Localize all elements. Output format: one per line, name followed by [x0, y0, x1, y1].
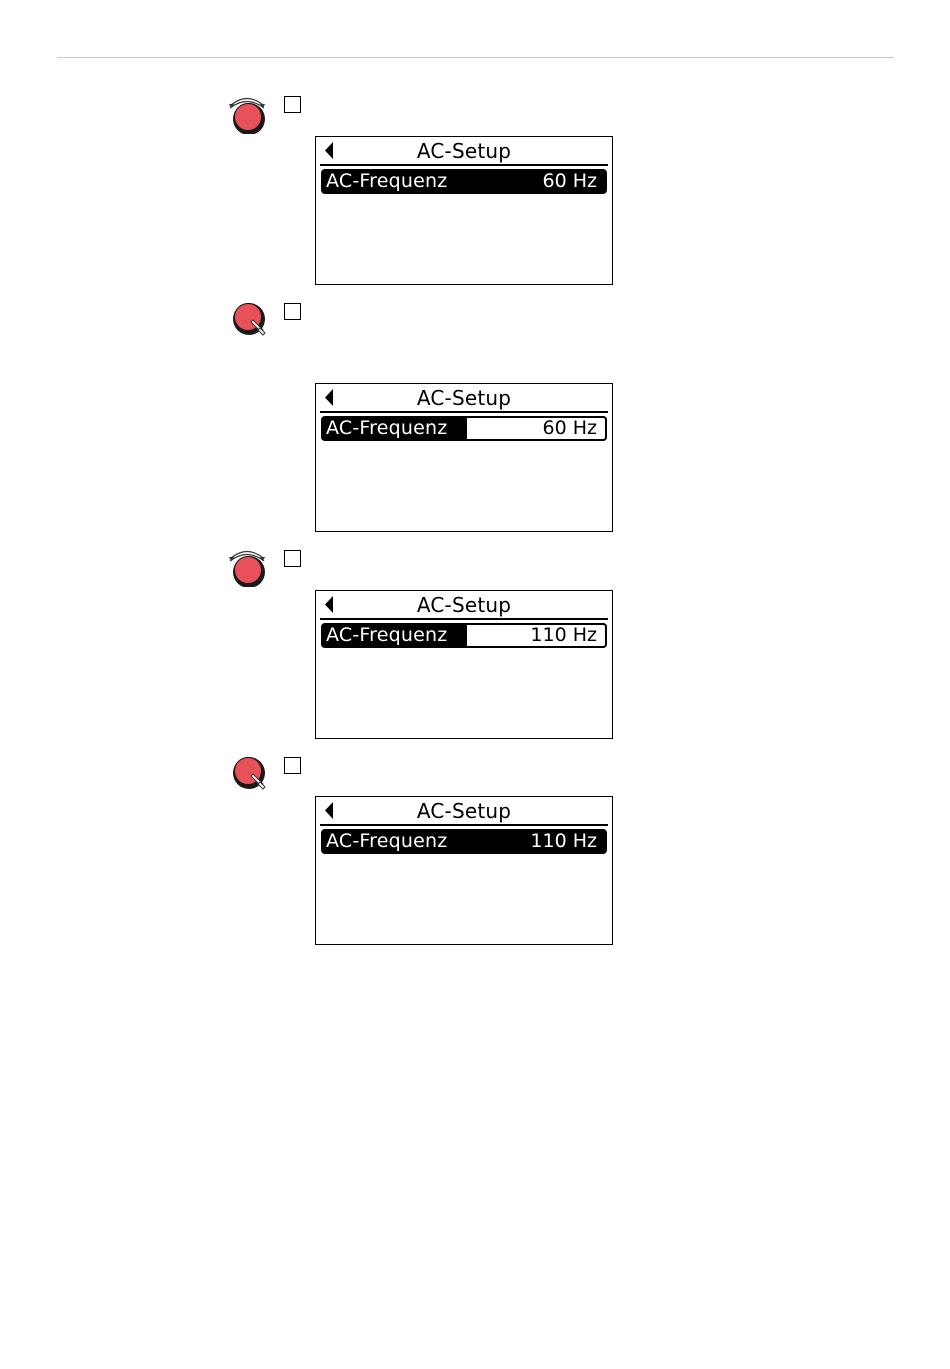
lcd-header: AC-Setup [316, 384, 612, 412]
lcd-divider [320, 411, 608, 413]
menu-row-value: 110 Hz [530, 830, 597, 852]
menu-row-label: AC-Frequenz [326, 170, 447, 192]
page-top-rule [57, 57, 894, 58]
menu-row-label: AC-Frequenz [326, 830, 447, 852]
lcd-divider [320, 824, 608, 826]
lcd-header: AC-Setup [316, 797, 612, 825]
lcd-screen-step-1: AC-Setup AC-Frequenz 60 Hz [315, 136, 613, 285]
menu-row-value-area[interactable]: 110 Hz [467, 623, 607, 648]
menu-row-ac-frequenz[interactable]: AC-Frequenz 110 Hz [321, 829, 607, 854]
lcd-title: AC-Setup [316, 140, 612, 162]
rotary-knob-press-icon [227, 298, 271, 338]
step-checkbox[interactable] [284, 757, 301, 774]
rotary-knob-turn-icon [227, 547, 271, 587]
menu-row-ac-frequenz[interactable]: AC-Frequenz 60 Hz [321, 416, 607, 441]
menu-row-value-area[interactable]: 60 Hz [467, 416, 607, 441]
menu-row-value-area: 60 Hz [467, 169, 607, 194]
lcd-title: AC-Setup [316, 594, 612, 616]
lcd-header: AC-Setup [316, 591, 612, 619]
lcd-divider [320, 164, 608, 166]
lcd-title: AC-Setup [316, 387, 612, 409]
lcd-title: AC-Setup [316, 800, 612, 822]
step-checkbox[interactable] [284, 303, 301, 320]
menu-row-ac-frequenz[interactable]: AC-Frequenz 110 Hz [321, 623, 607, 648]
menu-row-ac-frequenz[interactable]: AC-Frequenz 60 Hz [321, 169, 607, 194]
lcd-divider [320, 618, 608, 620]
rotary-knob-press-icon [227, 752, 271, 792]
lcd-screen-step-3: AC-Setup AC-Frequenz 110 Hz [315, 590, 613, 739]
menu-row-value: 60 Hz [543, 170, 597, 192]
lcd-screen-step-2: AC-Setup AC-Frequenz 60 Hz [315, 383, 613, 532]
lcd-screen-step-4: AC-Setup AC-Frequenz 110 Hz [315, 796, 613, 945]
menu-row-label: AC-Frequenz [326, 417, 447, 439]
rotary-knob-turn-icon [227, 94, 271, 134]
menu-row-label: AC-Frequenz [326, 624, 447, 646]
menu-row-value-area: 110 Hz [467, 829, 607, 854]
step-checkbox[interactable] [284, 96, 301, 113]
lcd-header: AC-Setup [316, 137, 612, 165]
menu-row-value: 110 Hz [530, 624, 597, 646]
menu-row-value: 60 Hz [543, 417, 597, 439]
step-checkbox[interactable] [284, 550, 301, 567]
